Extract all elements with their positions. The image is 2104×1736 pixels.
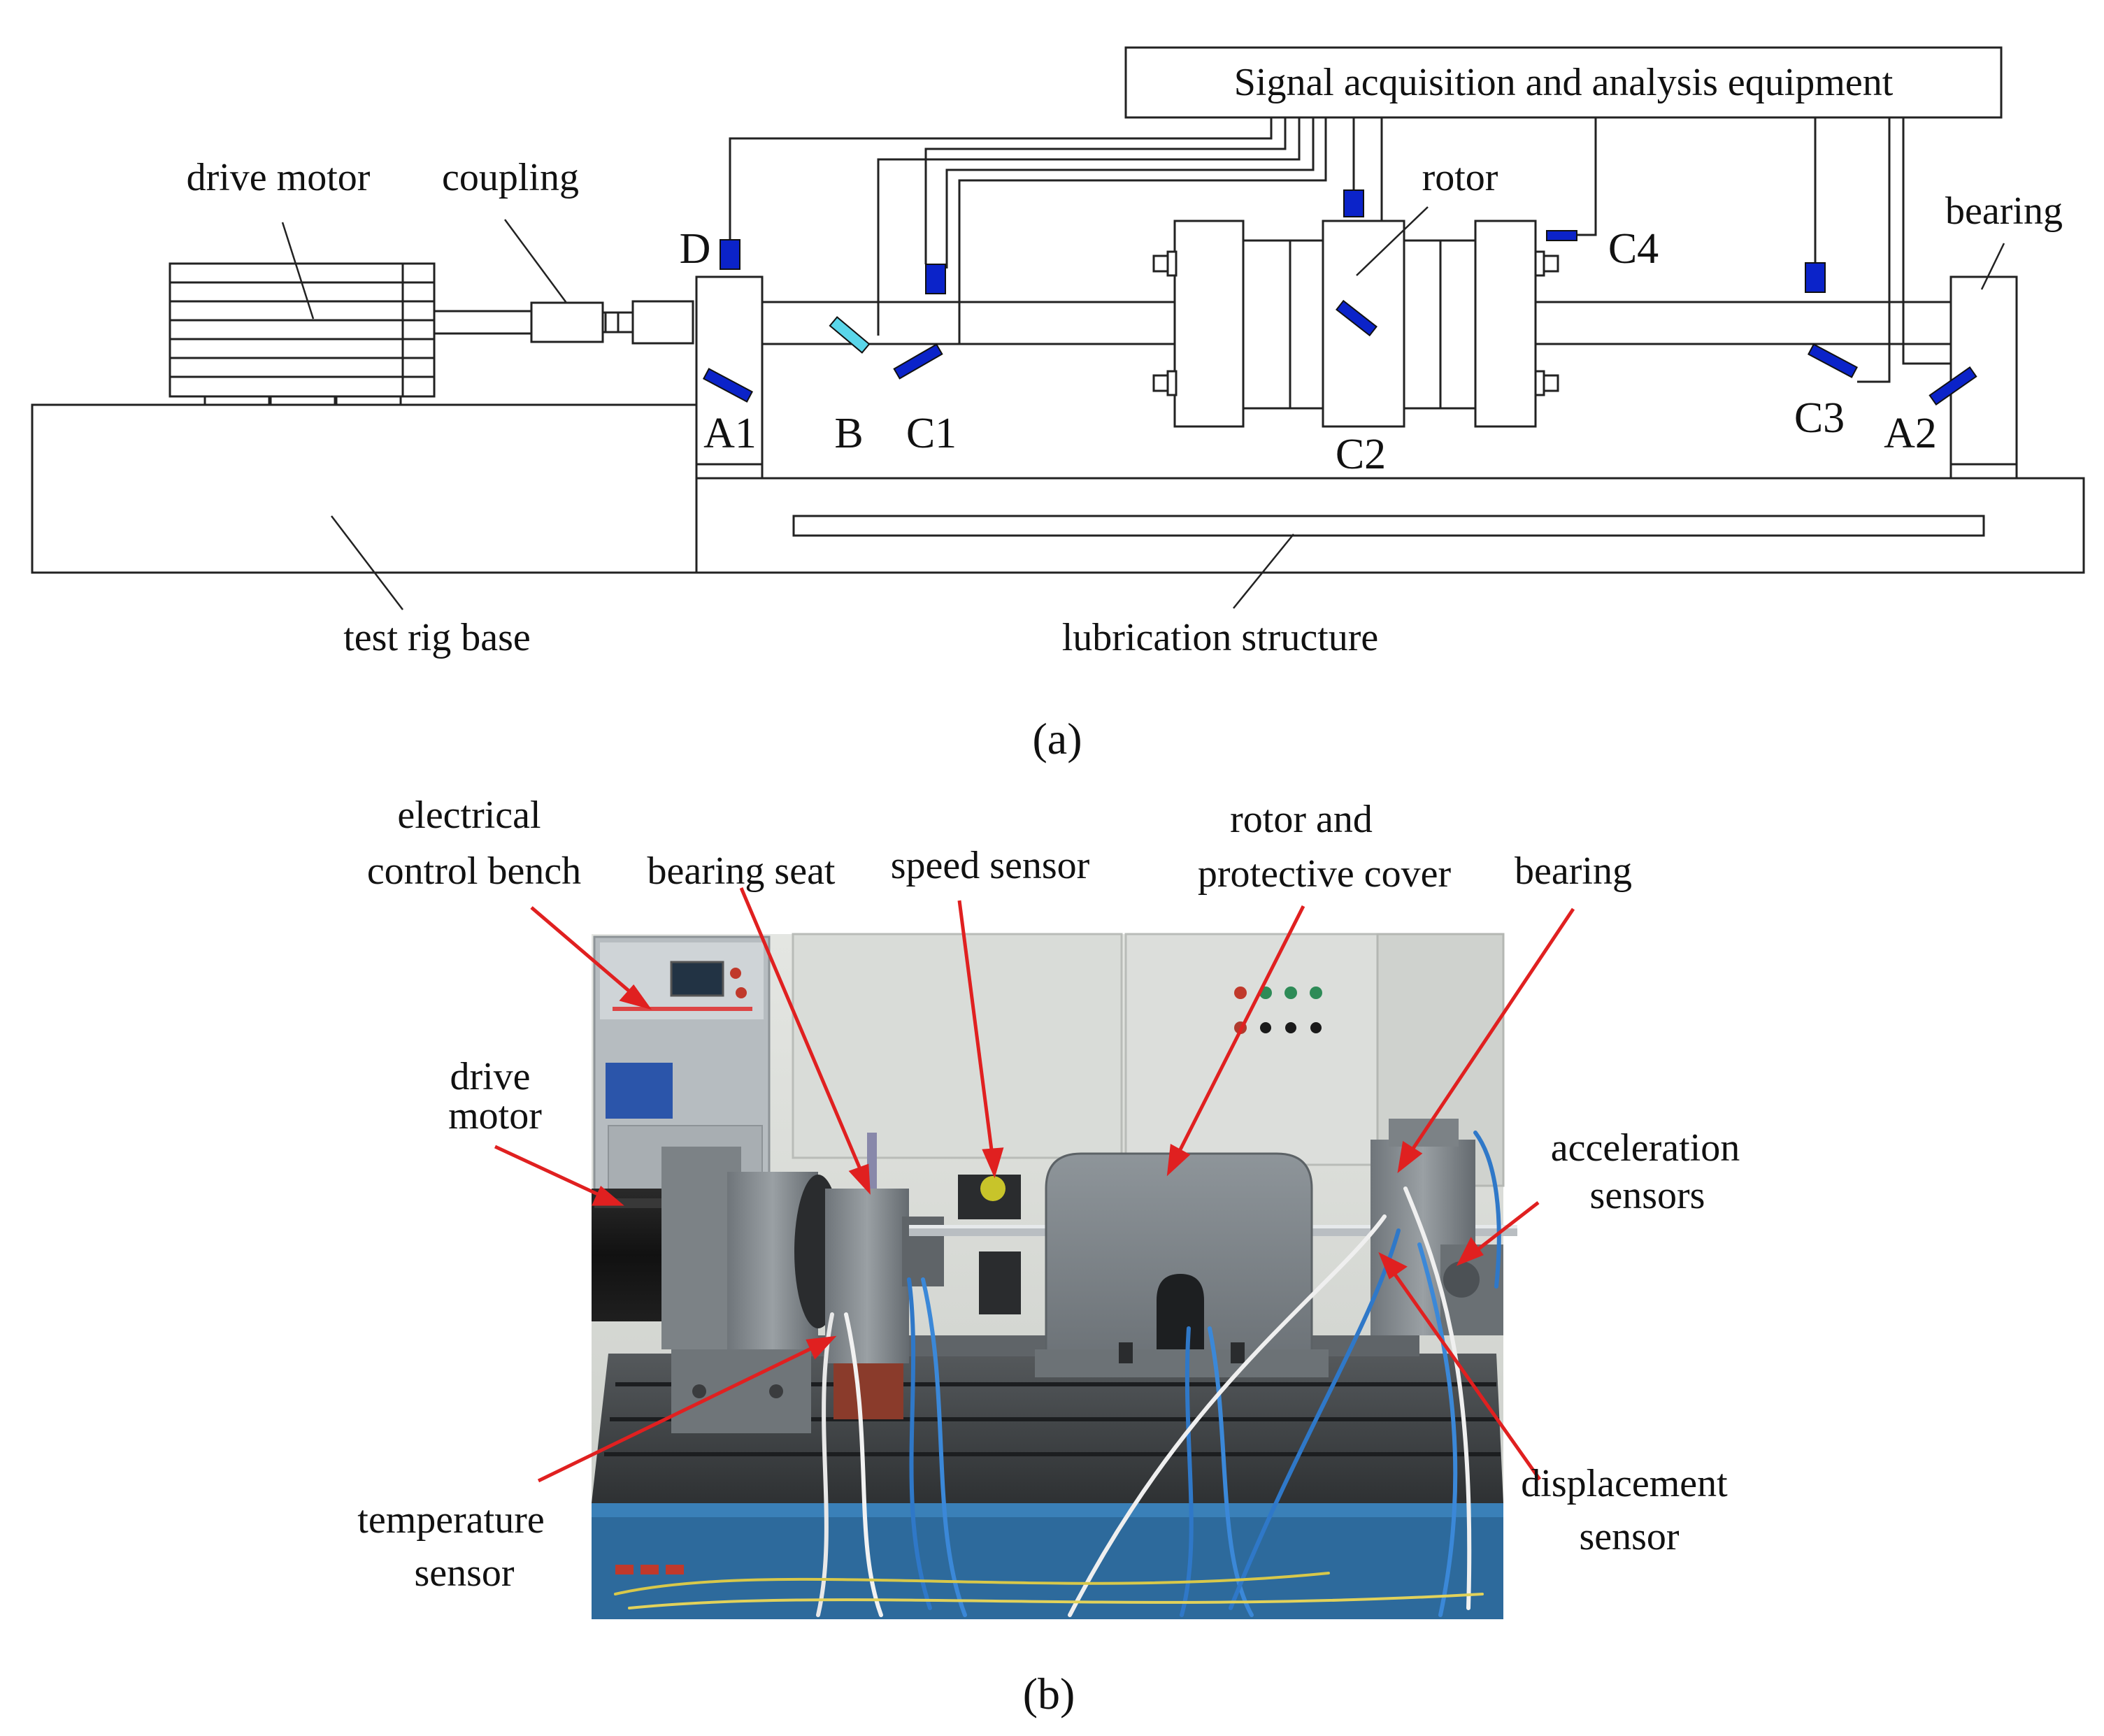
label-coupling: coupling (442, 156, 579, 199)
label-sensor-d: D (680, 225, 711, 273)
arrow-drive-motor (494, 1145, 624, 1206)
arrow-electrical-control-bench (530, 906, 652, 1010)
right-bearing-block (1949, 275, 2018, 480)
label-speed-sensor: speed sensor (891, 844, 1090, 887)
sensor-a1 (702, 368, 754, 403)
arrow-rotor-cover (1166, 905, 1305, 1177)
lubrication-structure (695, 477, 2085, 574)
photo-labels: electrical control bench bearing seat sp… (357, 794, 1749, 1719)
label-temperature-sensor: temperature sensor (357, 1498, 554, 1595)
arrow-acceleration-sensors (1456, 1201, 1540, 1266)
label-displacement-sensor: displacement sensor (1521, 1462, 1737, 1558)
rotor-assembly (1152, 220, 1559, 428)
arrow-bearing (1397, 908, 1575, 1173)
label-electrical-control-bench: electrical control bench (367, 794, 581, 893)
test-rig-photo (592, 933, 1517, 1619)
coupling (530, 300, 694, 345)
schematic-leader-lines (281, 206, 2005, 610)
label-sensor-c2: C2 (1336, 431, 1386, 478)
label-sensor-a1: A1 (703, 410, 757, 457)
label-drive-motor: drive motor (187, 156, 371, 199)
label-bearing-photo: bearing (1515, 849, 1632, 893)
arrow-bearing-seat (739, 887, 871, 1195)
sensor-a2 (1928, 366, 1977, 406)
label-test-rig-base: test rig base (343, 616, 530, 659)
schematic-labels: Signal acquisition and analysis equipmen… (187, 61, 2063, 763)
arrow-displacement-sensor (1378, 1251, 1542, 1481)
label-rotor-and-protective-cover: rotor and protective cover (1198, 798, 1452, 896)
label-bearing: bearing (1945, 189, 2063, 233)
sensor-d (720, 239, 740, 270)
sensor-b (829, 316, 871, 354)
arrow-temperature-sensor (537, 1335, 837, 1483)
schematic-sensors (702, 189, 1977, 406)
test-rig-base (31, 403, 698, 574)
label-rotor: rotor (1422, 156, 1498, 199)
sensor-c3 (1807, 343, 1859, 378)
label-sensor-c4: C4 (1608, 225, 1659, 273)
motor-shaft (434, 310, 633, 335)
sensor-c4 (1546, 230, 1577, 241)
sensor-top-2 (1805, 262, 1826, 293)
label-sensor-c1: C1 (906, 410, 957, 457)
label-sensor-a2: A2 (1884, 410, 1937, 457)
signal-acquisition-equipment (1124, 46, 2003, 119)
caption-b: (b) (1023, 1669, 1075, 1719)
photo-annotation-arrows (494, 887, 1575, 1483)
arrow-speed-sensor (957, 900, 1004, 1179)
schematic-diagram (31, 46, 2085, 610)
sensor-c2 (1336, 299, 1377, 337)
label-drive-motor-photo: drive motor (448, 1055, 542, 1138)
label-equipment: Signal acquisition and analysis equipmen… (1234, 61, 1894, 104)
sensor-top-1 (925, 264, 946, 294)
sensor-top-rotor (1343, 189, 1364, 217)
label-sensor-c3: C3 (1794, 394, 1845, 442)
label-bearing-seat: bearing seat (647, 849, 836, 893)
sensor-c1 (893, 343, 943, 380)
caption-a: (a) (1032, 714, 1082, 763)
label-lubrication-structure: lubrication structure (1062, 616, 1379, 659)
main-shaft (762, 301, 1951, 345)
label-acceleration-sensors: acceleration sensors (1551, 1126, 1749, 1217)
label-sensor-b: B (834, 410, 863, 457)
